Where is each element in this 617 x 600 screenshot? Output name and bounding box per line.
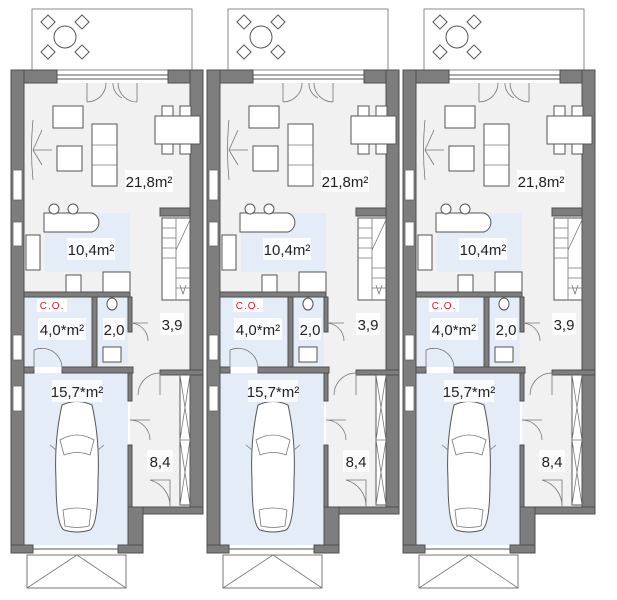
bathroom-area: 2,0 [300,322,321,339]
furniture [417,105,593,363]
bathroom-area: 2,0 [496,322,517,339]
garage-area: 15,7*m² [51,384,104,401]
entrance-area: 8,4 [542,454,563,471]
living-room-area: 21,8m² [322,174,369,191]
hall-area: 3,9 [554,317,575,334]
doors [229,82,367,508]
closet [179,374,191,506]
garage-door [26,554,127,589]
closet [375,374,387,506]
staircase [161,217,191,301]
boiler-room-label: C.O. [40,301,65,312]
terrace-table-icon [236,14,286,60]
garage-area: 15,7*m² [443,384,496,401]
boiler-room-area: 4,0*m² [432,322,476,339]
garage-door [418,554,519,589]
boiler-room-area: 4,0*m² [40,322,84,339]
car-icon [245,401,301,533]
staircase [553,217,583,301]
terrace-table-icon [432,14,482,60]
windows [208,74,364,550]
house-unit-2: 21,8m² 10,4m² C.O. 4,0*m² 2,0 3,9 15,7*m… [206,8,400,589]
bathroom-area: 2,0 [104,322,125,339]
car-icon [49,401,105,533]
terrace-table-icon [40,14,90,60]
boiler-room-label: C.O. [236,301,261,312]
garage-door [222,554,323,589]
staircase [357,217,387,301]
kitchen-area: 10,4m² [264,242,311,259]
hall-area: 3,9 [358,317,379,334]
doors [425,82,563,508]
car-icon [441,401,497,533]
entrance-area: 8,4 [346,454,367,471]
walls [10,69,204,554]
furniture [25,105,201,363]
kitchen-area: 10,4m² [460,242,507,259]
boiler-room-area: 4,0*m² [236,322,280,339]
kitchen-area: 10,4m² [68,242,115,259]
windows [12,74,168,550]
hall-area: 3,9 [162,317,183,334]
house-unit-1: 21,8m² 10,4m² C.O. 4,0*m² 2,0 3,9 15,7*m… [10,8,204,589]
doors [33,82,171,508]
garage-area: 15,7*m² [247,384,300,401]
living-room-area: 21,8m² [518,174,565,191]
house-unit-3: 21,8m² 10,4m² C.O. 4,0*m² 2,0 3,9 15,7*m… [402,8,596,589]
entrance-area: 8,4 [150,454,171,471]
living-room-area: 21,8m² [126,174,173,191]
closet [571,374,583,506]
boiler-room-label: C.O. [432,301,457,312]
windows [404,74,560,550]
furniture [221,105,397,363]
